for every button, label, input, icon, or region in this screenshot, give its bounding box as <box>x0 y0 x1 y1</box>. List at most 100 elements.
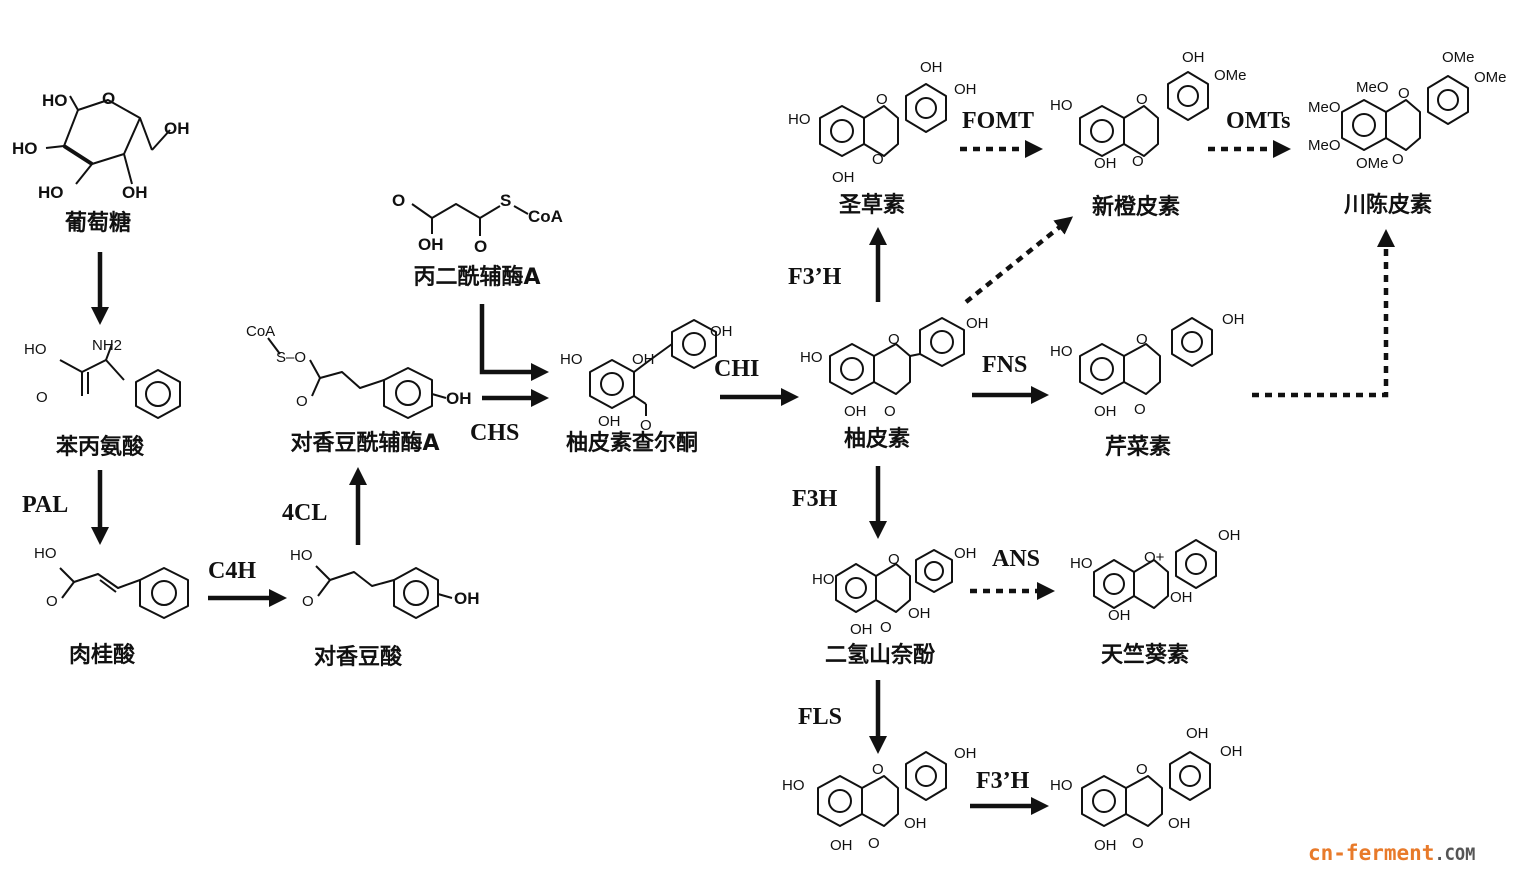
enzyme-label-f3prime-h-top: F3’H <box>788 264 842 290</box>
atom-label: OH <box>954 745 977 762</box>
enzyme-label-pal: PAL <box>22 492 68 518</box>
compound-name-naringenin-chalcone: 柚皮素查尔酮 <box>566 430 698 456</box>
atom-label: OH <box>1218 527 1241 544</box>
atom-label: OH <box>598 413 621 430</box>
arrow-apigenin-to-nobiletin <box>1252 229 1395 398</box>
atom-label: HO <box>34 545 57 562</box>
atom-label: OMe <box>1442 49 1475 66</box>
glucose-structure: HO O OH HO HO OH <box>12 89 190 202</box>
compound-name-naringenin: 柚皮素 <box>844 426 910 452</box>
neohesperidin-structure: HO O OH OMe OH O <box>1050 49 1247 172</box>
atom-label: NH2 <box>92 337 122 354</box>
atom-label: HO <box>1050 97 1073 114</box>
compound-name-cinnamic-acid: 肉桂酸 <box>69 642 136 668</box>
pathway-arrows <box>91 140 1395 815</box>
atom-label: HO <box>812 571 835 588</box>
atom-label: HO <box>782 777 805 794</box>
atom-label: HO <box>290 547 313 564</box>
atom-label: OH <box>1094 403 1117 420</box>
atom-label: OMe <box>1474 69 1507 86</box>
atom-label: O <box>1136 331 1148 348</box>
atom-label: O <box>36 389 48 406</box>
atom-label: MeO <box>1356 79 1389 96</box>
atom-label: O <box>474 237 487 256</box>
atom-label: O <box>302 593 314 610</box>
compound-name-dihydrokaempferol: 二氢山奈酚 <box>825 642 936 668</box>
p-coumaric-acid-structure: HO O OH <box>290 547 480 619</box>
atom-label: OH <box>830 837 853 854</box>
atom-label: OH <box>1108 607 1131 624</box>
quercetin-structure: HO O OH OH OH OH O <box>1050 725 1243 854</box>
atom-label: O <box>876 91 888 108</box>
atom-label: O <box>1136 91 1148 108</box>
atom-label: OH <box>1094 155 1117 172</box>
atom-label: OH <box>454 589 480 608</box>
atom-label: OMe <box>1214 67 1247 84</box>
enzyme-label-chi: CHI <box>714 356 759 382</box>
atom-label: OMe <box>1356 155 1389 172</box>
atom-label: HO <box>1050 343 1073 360</box>
atom-label: S <box>500 191 511 210</box>
atom-label: O <box>296 393 308 410</box>
arrow-malonyl-to-chalcone <box>479 304 549 381</box>
atom-label: MeO <box>1308 99 1341 116</box>
enzyme-label-f3prime-h-bottom: F3’H <box>976 768 1030 794</box>
watermark: cn-ferment.COM <box>1308 841 1475 865</box>
arrow-naringenin-to-neohesperidin <box>964 216 1074 304</box>
atom-label: O <box>1136 761 1148 778</box>
pelargonidin-structure: HO O+ OH OH OH <box>1070 527 1241 624</box>
compound-name-neohesperidin: 新橙皮素 <box>1092 194 1180 220</box>
atom-label: OH <box>122 183 148 202</box>
compound-name-p-coumaroyl-coa: 对香豆酰辅酶A <box>290 430 439 456</box>
compound-name-pelargonidin: 天竺葵素 <box>1101 642 1189 668</box>
atom-label: OH <box>164 119 190 138</box>
atom-label: OH <box>844 403 867 420</box>
enzyme-labels: PAL C4H 4CL CHS CHI FNS F3H F3’H FOMT OM… <box>22 108 1290 794</box>
compound-name-eriodictyol: 圣草素 <box>839 192 905 218</box>
atom-label: OH <box>904 815 927 832</box>
phenylalanine-structure: HO NH2 O <box>24 337 181 419</box>
atom-label: OH <box>920 59 943 76</box>
atom-label: HO <box>24 341 47 358</box>
enzyme-label-fomt: FOMT <box>962 108 1034 134</box>
atom-label: OH <box>908 605 931 622</box>
atom-label: O <box>102 89 115 108</box>
kaempferol-structure: HO O OH OH OH O <box>782 745 977 854</box>
atom-label: MeO <box>1308 137 1341 154</box>
atom-label: OH <box>1182 49 1205 66</box>
enzyme-label-4cl: 4CL <box>282 500 327 526</box>
watermark-logo: cn-ferment.COM <box>1308 841 1475 865</box>
atom-label: HO <box>12 139 38 158</box>
enzyme-label-ans: ANS <box>992 546 1040 572</box>
atom-label: O <box>872 761 884 778</box>
watermark-part1: cn-ferment <box>1308 841 1434 865</box>
compound-names: 葡萄糖 苯丙氨酸 肉桂酸 对香豆酸 对香豆酰辅酶A 丙二酰辅酶A 柚皮素查尔酮 … <box>55 192 1432 670</box>
atom-label: OH <box>832 169 855 186</box>
compound-name-phenylalanine: 苯丙氨酸 <box>55 434 145 460</box>
compound-name-apigenin: 芹菜素 <box>1105 434 1171 460</box>
watermark-part2: .COM <box>1434 845 1475 865</box>
cinnamic-acid-structure: HO O <box>34 545 189 619</box>
enzyme-label-f3h: F3H <box>792 486 838 512</box>
naringenin-chalcone-structure: HO OH OH O OH <box>560 319 733 434</box>
atom-label: O <box>888 551 900 568</box>
atom-label: OH <box>1222 311 1245 328</box>
enzyme-label-omts: OMTs <box>1226 108 1290 134</box>
nobiletin-structure: OMe OMe MeO O MeO MeO OMe O <box>1308 49 1507 172</box>
atom-label: O <box>1134 401 1146 418</box>
atom-label: OH <box>418 235 444 254</box>
enzyme-label-fls: FLS <box>798 704 842 730</box>
atom-label: O+ <box>1144 549 1165 566</box>
enzyme-label-chs: CHS <box>470 420 519 446</box>
dihydrokaempferol-structure: HO O OH OH OH O <box>812 545 977 638</box>
atom-label: OH <box>632 351 655 368</box>
atom-label: O <box>868 835 880 852</box>
atom-label: O <box>640 417 652 434</box>
atom-label: OH <box>1170 589 1193 606</box>
atom-label: O <box>392 191 405 210</box>
atom-label: OH <box>1186 725 1209 742</box>
atom-label: O <box>46 593 58 610</box>
atom-label: CoA <box>246 323 275 340</box>
atom-label: O <box>1398 85 1410 102</box>
